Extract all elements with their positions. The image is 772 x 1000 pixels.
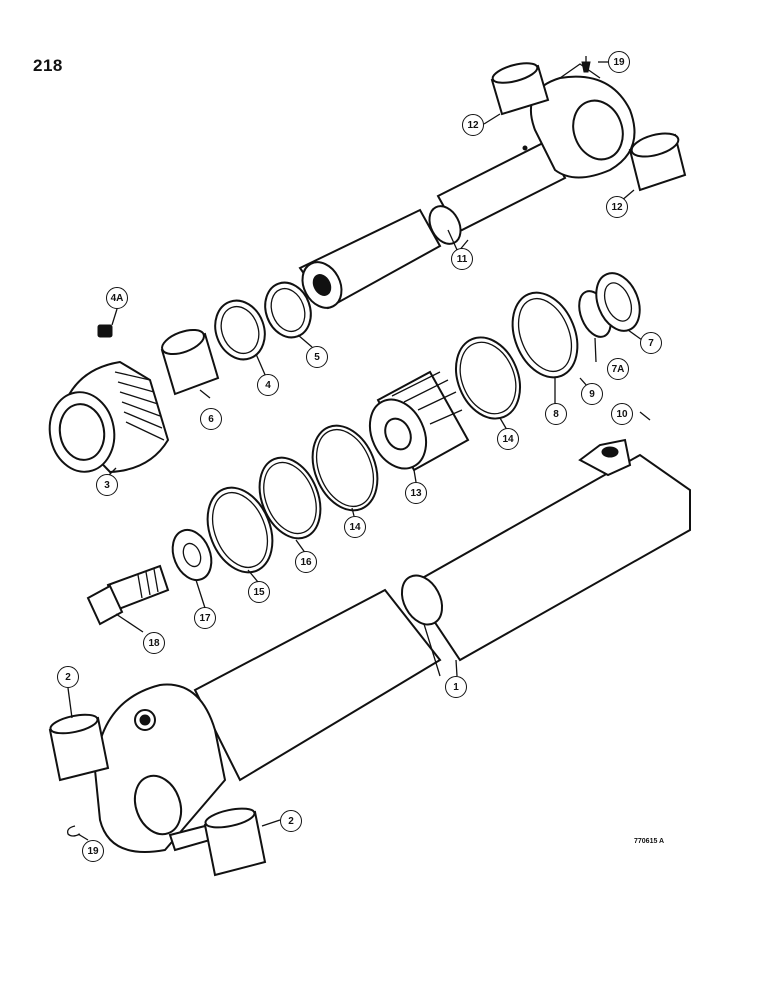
piston-rings (171, 424, 379, 582)
callout-4: 4 (257, 374, 279, 396)
callout-7A: 7A (607, 358, 629, 380)
callout-10: 10 (611, 403, 633, 425)
callout-2-right: 2 (280, 810, 302, 832)
gland (48, 324, 170, 474)
callout-12-top: 12 (462, 114, 484, 136)
callout-9: 9 (581, 383, 603, 405)
piston-bolt (86, 564, 170, 626)
callout-4A: 4A (106, 287, 128, 309)
callout-6: 6 (200, 408, 222, 430)
piston-seal-rings (455, 272, 641, 420)
callout-19-top: 19 (608, 51, 630, 73)
piston (368, 370, 470, 472)
callout-16: 16 (295, 551, 317, 573)
callout-7: 7 (640, 332, 662, 354)
callout-1: 1 (445, 676, 467, 698)
callout-12-right: 12 (606, 196, 628, 218)
callout-2-left: 2 (57, 666, 79, 688)
cylinder-barrel (93, 438, 691, 853)
page-number: 218 (33, 56, 63, 75)
callout-5: 5 (306, 346, 328, 368)
figure-code: 770615 A (634, 838, 665, 845)
callout-11: 11 (451, 248, 473, 270)
callout-13: 13 (405, 482, 427, 504)
callout-14-lower: 14 (344, 516, 366, 538)
callout-8: 8 (545, 403, 567, 425)
callout-3: 3 (96, 474, 118, 496)
rod-seal-rings (160, 281, 312, 396)
rod-bushings (490, 56, 687, 192)
callout-14-upper: 14 (497, 428, 519, 450)
callout-17: 17 (194, 607, 216, 629)
callout-19-bottom: 19 (82, 840, 104, 862)
base-bushings (48, 713, 267, 877)
callout-18: 18 (143, 632, 165, 654)
callout-15: 15 (248, 581, 270, 603)
piston-rod (298, 63, 636, 310)
